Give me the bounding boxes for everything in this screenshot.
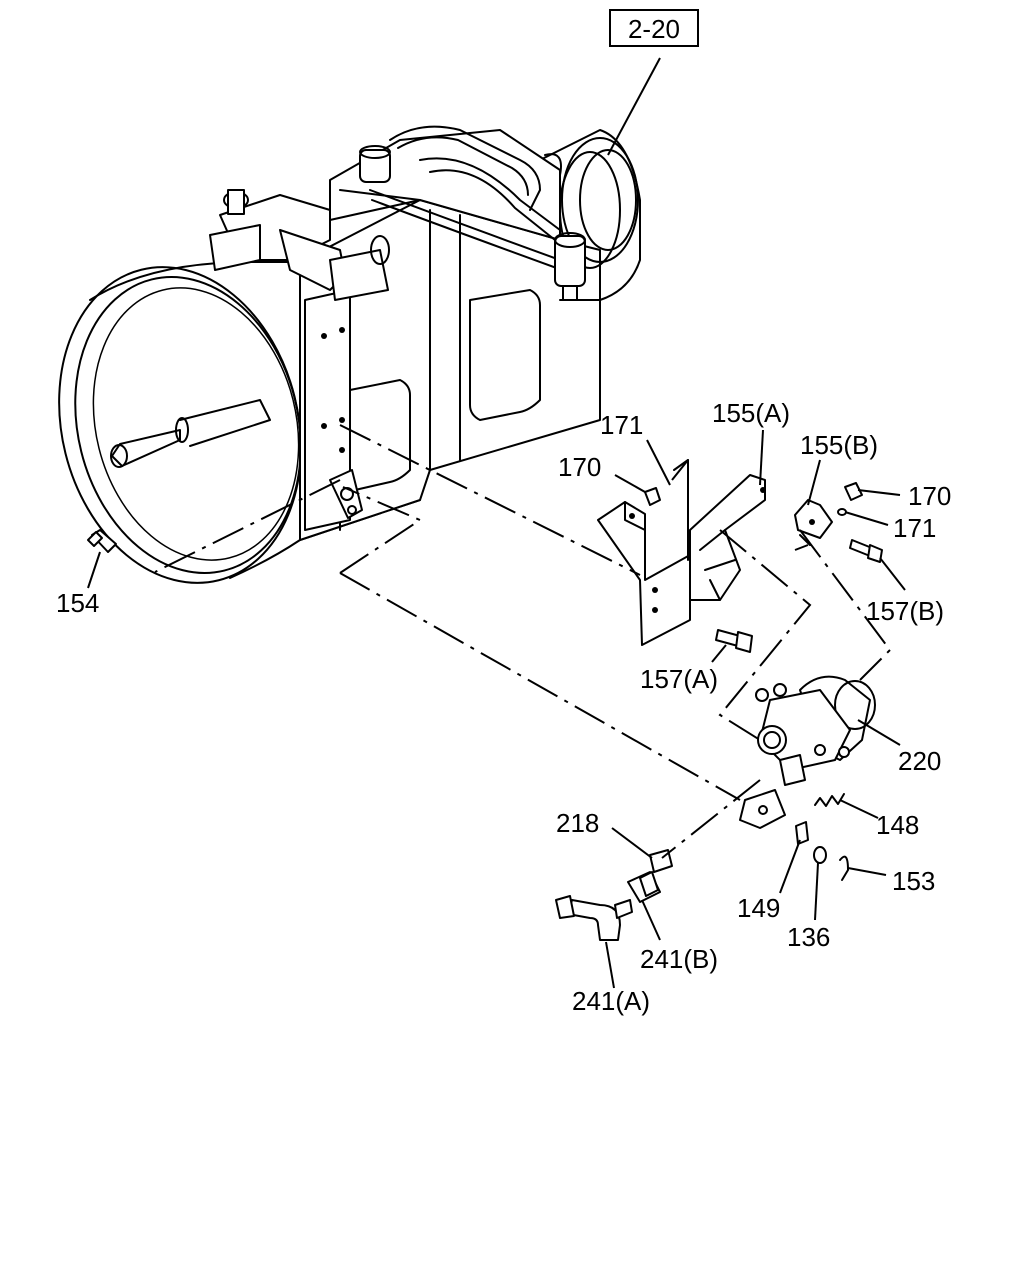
callout-155a: 155(A) bbox=[712, 398, 790, 428]
fittings-241 bbox=[555, 849, 673, 941]
callout-170-left: 170 bbox=[558, 452, 601, 482]
callout-155b: 155(B) bbox=[800, 430, 878, 460]
callout-136: 136 bbox=[787, 922, 830, 952]
callout-149: 149 bbox=[737, 893, 780, 923]
callout-171-left: 171 bbox=[600, 410, 643, 440]
transmission-housing bbox=[58, 125, 641, 584]
hardware bbox=[87, 482, 883, 653]
callout-153: 153 bbox=[892, 866, 935, 896]
callout-148: 148 bbox=[876, 810, 919, 840]
callout-171-right: 171 bbox=[893, 513, 936, 543]
callout-220: 220 bbox=[898, 746, 941, 776]
bracket-155b bbox=[794, 499, 833, 546]
callout-154: 154 bbox=[56, 588, 99, 618]
phantom-lines bbox=[154, 424, 892, 859]
leader-lines bbox=[87, 57, 906, 989]
callout-170-right: 170 bbox=[908, 481, 951, 511]
callout-218: 218 bbox=[556, 808, 599, 838]
callout-241b: 241(B) bbox=[640, 944, 718, 974]
actuator-220 bbox=[739, 675, 876, 881]
callout-157b: 157(B) bbox=[866, 596, 944, 626]
reference-box: 2-20 bbox=[609, 9, 699, 47]
reference-box-label: 2-20 bbox=[628, 14, 680, 44]
callout-241a: 241(A) bbox=[572, 986, 650, 1016]
callout-157a: 157(A) bbox=[640, 664, 718, 694]
bracket-155a bbox=[597, 459, 766, 646]
callout-labels: 171 155(A) 155(B) 170 170 171 157(B) 157… bbox=[56, 398, 951, 1016]
